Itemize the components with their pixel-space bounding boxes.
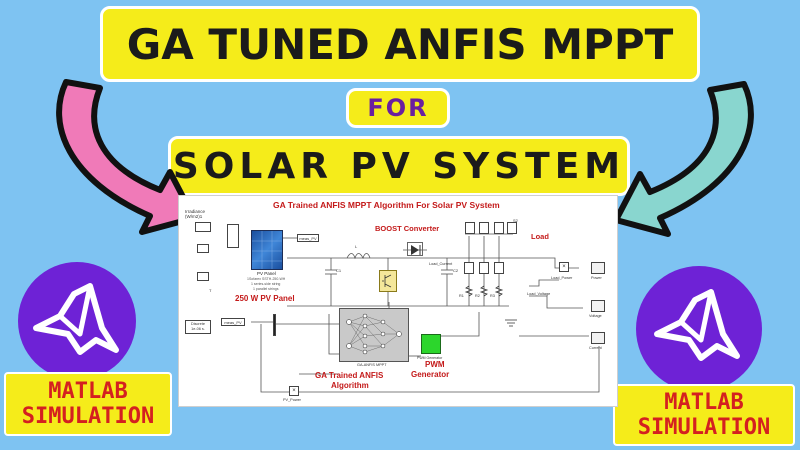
load-breaker-1[interactable] <box>464 262 474 274</box>
title-main: GA TUNED ANFIS MPPT <box>126 19 674 69</box>
c1-label: C1 <box>336 268 342 273</box>
curved-arrow-down-left-icon <box>613 81 754 237</box>
scope-current-label: Current <box>589 346 602 350</box>
discrete-label: Discrete <box>191 322 205 326</box>
matlab-logo-right <box>636 266 762 392</box>
switch-block[interactable] <box>227 224 239 248</box>
anfis-block-label: GA-ANFIS MPPT <box>357 363 387 367</box>
r1-label: R1 <box>459 294 464 298</box>
load-current-tag[interactable]: Load_Current <box>429 262 453 266</box>
scope-voltage[interactable] <box>591 300 605 312</box>
irradiance-block[interactable] <box>195 222 211 232</box>
l-label: L <box>355 244 358 249</box>
anfis-label-2: Algorithm <box>331 381 369 390</box>
temp-block[interactable] <box>197 244 209 253</box>
pv-sub3: 1 parallel strings <box>253 287 279 291</box>
scope-voltage-label: Voltage <box>589 314 602 318</box>
pv-block-label: PV Panel <box>257 271 276 276</box>
igbt-icon <box>382 274 392 288</box>
pv-sub2: 1 series-side string <box>251 282 281 286</box>
t-label: T <box>209 288 212 293</box>
scope-current[interactable] <box>591 332 605 344</box>
title-banner-solar: SOLAR PV SYSTEM <box>168 136 630 196</box>
meas-pv-goto[interactable]: meas_PV <box>297 234 319 242</box>
title-solar: SOLAR PV SYSTEM <box>172 145 626 187</box>
s2-label: S2 <box>513 218 518 223</box>
matlab-logo-icon <box>654 289 740 361</box>
pv-power-tag[interactable]: PV_Power <box>283 398 301 402</box>
pwm-block-label: PWM Generator <box>417 356 443 360</box>
pwm-generator-block[interactable] <box>421 334 441 354</box>
pv-panel-label: 250 W PV Panel <box>235 294 295 303</box>
load-switch-2[interactable] <box>479 222 489 234</box>
meas-pv-text: meas_PV <box>299 236 317 241</box>
scope-power-label: Power <box>591 276 602 280</box>
igbt-switch-block[interactable] <box>379 270 397 292</box>
title-banner-main: GA TUNED ANFIS MPPT <box>100 6 700 82</box>
title-for: FOR <box>367 94 429 122</box>
matlab-simulation-badge-right: MATLAB SIMULATION <box>613 384 795 446</box>
load-switch-1[interactable] <box>465 222 475 234</box>
title-banner-for: FOR <box>346 88 450 128</box>
discrete-ts: 1e-06 s. <box>191 327 205 331</box>
matlab-simulation-badge-left: MATLAB SIMULATION <box>4 372 172 436</box>
meas-pv2-text: meas_PV <box>224 320 242 325</box>
solar-cell-grid-icon <box>252 231 282 269</box>
load-breaker-3[interactable] <box>494 262 504 274</box>
badge-left-line2: SIMULATION <box>21 404 155 429</box>
boost-converter-label: BOOST Converter <box>375 224 440 233</box>
simulink-model-panel: GA Trained ANFIS MPPT Algorithm For Sola… <box>178 195 618 407</box>
load-switch-4[interactable] <box>507 222 517 234</box>
matlab-logo-icon <box>33 283 119 355</box>
load-switch-3[interactable] <box>494 222 504 234</box>
demux-block[interactable] <box>273 314 276 336</box>
anfis-label-1: GA Trained ANFIS <box>315 371 384 380</box>
neural-network-icon <box>346 313 402 355</box>
badge-left-line1: MATLAB <box>48 378 128 404</box>
model-title: GA Trained ANFIS MPPT Algorithm For Sola… <box>273 200 500 210</box>
pwm-label-2: Generator <box>411 370 450 379</box>
g-block[interactable] <box>197 272 209 281</box>
meas-pv-from[interactable]: meas_PV <box>221 318 245 326</box>
pv-panel-block[interactable] <box>251 230 283 270</box>
load-power-tag[interactable]: Load_Power <box>551 276 573 280</box>
irradiance-label: Irradiance (W/m2)1 <box>185 209 206 219</box>
pv-product-block[interactable]: × <box>289 386 299 396</box>
badge-right-line2: SIMULATION <box>637 415 771 440</box>
scope-power[interactable] <box>591 262 605 274</box>
product-block[interactable]: × <box>559 262 569 272</box>
pwm-label-1: PWM <box>425 360 445 369</box>
powergui-block[interactable]: Discrete 1e-06 s. <box>185 320 211 334</box>
load-label: Load <box>531 232 549 241</box>
r2-label: R2 <box>475 294 480 298</box>
r3-label: R3 <box>490 294 495 298</box>
load-voltage-tag[interactable]: Load_Voltage <box>527 292 551 296</box>
diode-block[interactable] <box>407 242 423 256</box>
matlab-logo-left <box>18 262 136 380</box>
load-breaker-2[interactable] <box>479 262 489 274</box>
pv-sub1: 1Sofarex SSTH-250-WH <box>247 277 286 281</box>
badge-right-line1: MATLAB <box>664 389 744 415</box>
curved-arrow-down-right-icon <box>56 79 197 235</box>
c2-label: C2 <box>453 268 459 273</box>
